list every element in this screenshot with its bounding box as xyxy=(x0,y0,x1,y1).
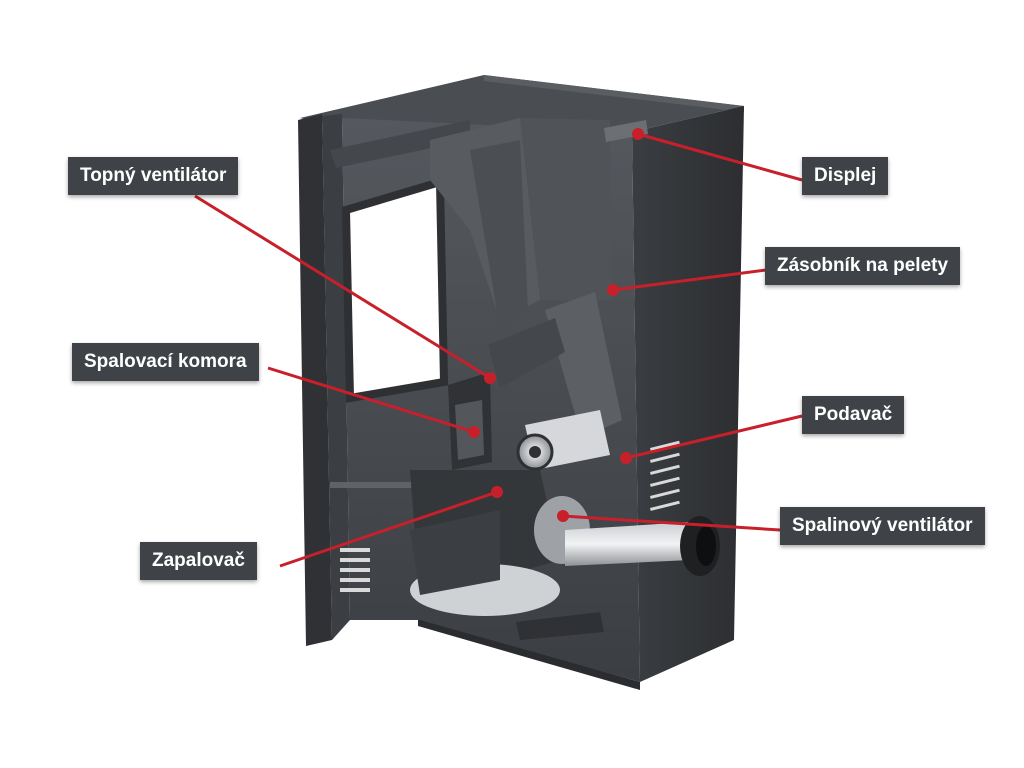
label-zasobnik: Zásobník na pelety xyxy=(765,247,961,285)
leader-dot-displej xyxy=(632,128,644,140)
leader-line-zapalovac xyxy=(279,490,498,568)
label-spalinovy-ventilator: Spalinový ventilátor xyxy=(780,507,985,545)
leader-dot-topny-ventilator xyxy=(484,372,496,384)
leader-lines xyxy=(194,128,803,568)
leader-line-zasobnik xyxy=(612,268,767,292)
label-zapalovac: Zapalovač xyxy=(140,542,257,580)
leader-dot-podavac xyxy=(620,452,632,464)
leader-line-displej xyxy=(637,132,803,182)
leader-dot-zapalovac xyxy=(491,486,503,498)
leader-line-podavac xyxy=(625,414,803,460)
leader-line-spalovaci-komora xyxy=(267,366,475,434)
leader-line-spalinovy-ventilator xyxy=(562,514,781,532)
label-podavac: Podavač xyxy=(802,396,905,434)
leader-line-topny-ventilator xyxy=(194,194,491,380)
label-topny-ventilator: Topný ventilátor xyxy=(68,157,239,195)
label-spalovaci-komora: Spalovací komora xyxy=(72,343,259,381)
label-displej: Displej xyxy=(802,157,889,195)
leader-dot-spalovaci-komora xyxy=(468,426,480,438)
leader-dot-zasobnik xyxy=(607,284,619,296)
leader-dot-spalinovy-ventilator xyxy=(557,510,569,522)
stove-body xyxy=(298,75,744,690)
